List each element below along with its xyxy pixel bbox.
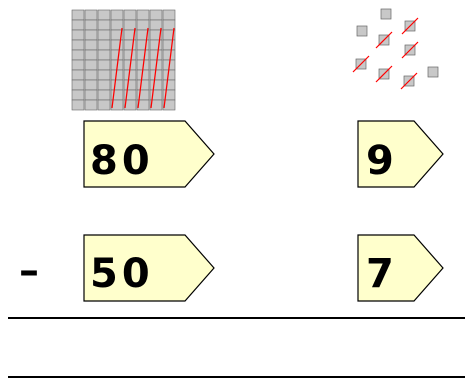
ones-cube (376, 66, 392, 82)
tens-rod (137, 10, 149, 110)
minuend-ones-tag: 9 (358, 121, 443, 187)
minuend-tens-tag: 80 (84, 121, 214, 187)
ones-cube (402, 42, 418, 58)
ones-cubes-illustration (353, 9, 438, 89)
ones-cube (401, 73, 417, 89)
ones-cube-cross (401, 73, 417, 89)
tens-rod (124, 10, 136, 110)
ones-cube (353, 56, 369, 72)
ones-cube-cross (376, 32, 392, 48)
minuend-ones-value: 9 (366, 138, 394, 184)
tens-rods-illustration (72, 10, 175, 110)
ones-cube-cross (376, 66, 392, 82)
tens-rod (72, 10, 84, 110)
ones-cube (428, 67, 438, 77)
minuend-tens-value: 80 (90, 138, 154, 184)
ones-cube-cross (402, 42, 418, 58)
minus-sign: – (19, 248, 39, 294)
subtrahend-tens-value: 50 (90, 251, 154, 297)
ones-cube-cross (353, 56, 369, 72)
ones-cube (402, 18, 418, 34)
ones-cube (357, 26, 367, 36)
tens-rod (98, 10, 110, 110)
subtrahend-tens-tag: 50 (84, 235, 214, 301)
subtrahend-ones-value: 7 (366, 251, 394, 297)
tens-rod (85, 10, 97, 110)
subtrahend-ones-tag: 7 (358, 235, 443, 301)
ones-cube-cross (402, 18, 418, 34)
ones-cube (381, 9, 391, 19)
tens-rod (150, 10, 162, 110)
tens-rod (163, 10, 175, 110)
tens-rod (111, 10, 123, 110)
ones-cube (376, 32, 392, 48)
